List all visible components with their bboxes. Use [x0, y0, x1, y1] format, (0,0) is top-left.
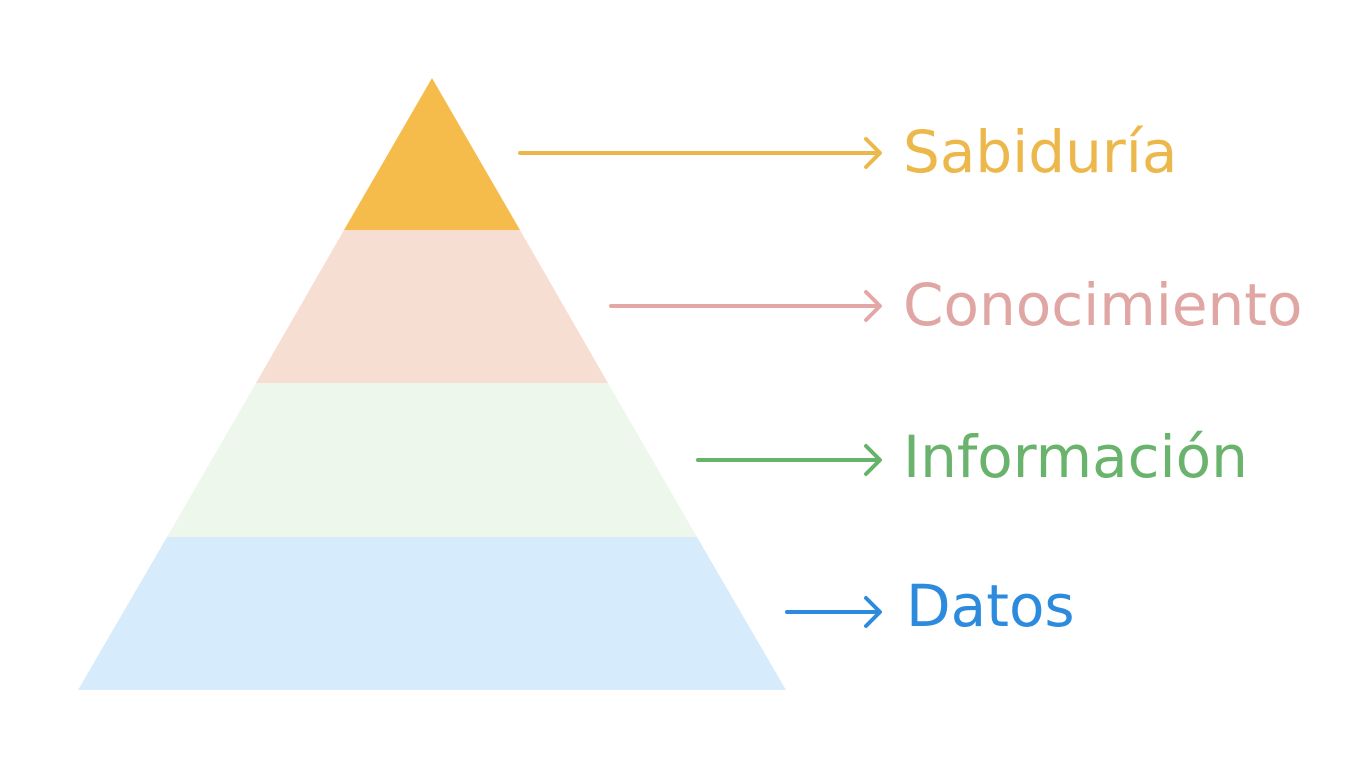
pyramid-layer-informacion [167, 383, 697, 537]
arrow-datos [785, 596, 882, 628]
label-informacion: Información [903, 423, 1248, 491]
label-datos: Datos [906, 572, 1075, 640]
arrow-informacion [696, 444, 882, 476]
pyramid-layer-conocimiento [256, 230, 608, 383]
label-conocimiento: Conocimiento [903, 271, 1303, 339]
label-sabiduria: Sabiduría [903, 118, 1177, 186]
pyramid-layer-sabiduria [344, 78, 520, 230]
arrow-conocimiento [609, 290, 882, 322]
arrow-sabiduria [518, 137, 882, 169]
pyramid-layer-datos [78, 537, 786, 690]
